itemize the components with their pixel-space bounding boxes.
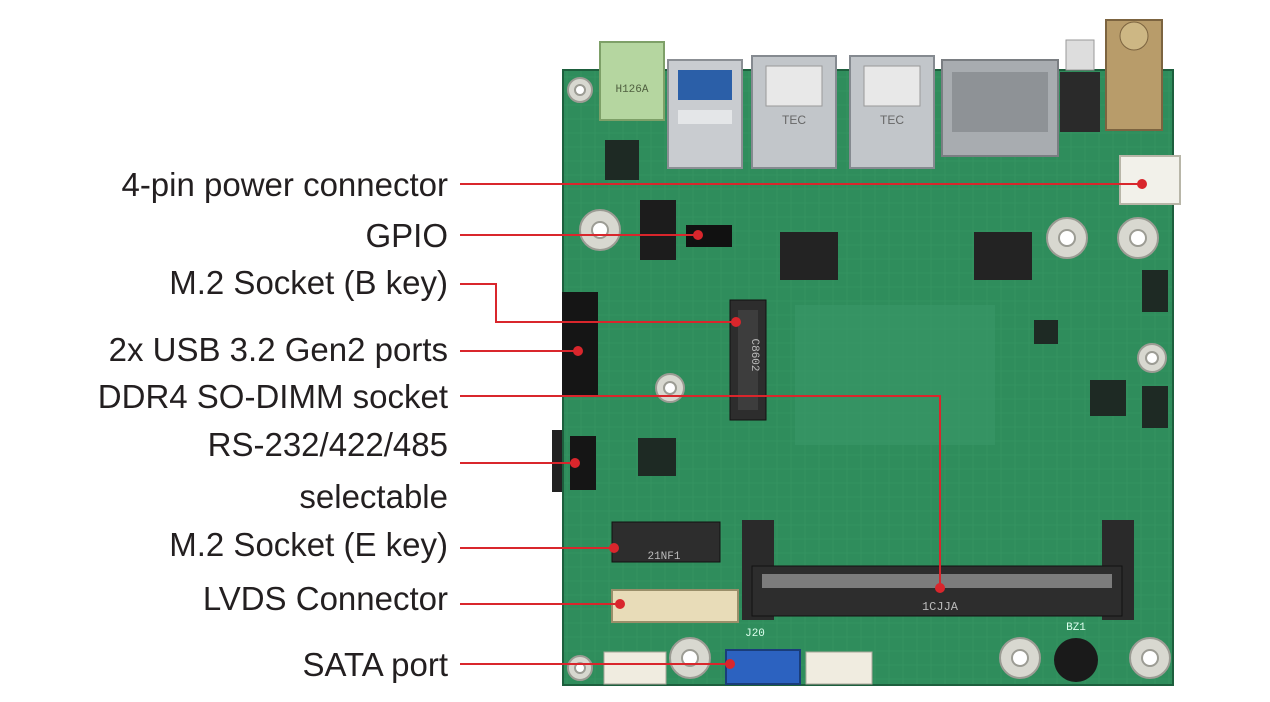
label-power-connector: 4-pin power connector [121,166,448,203]
chips [605,140,1168,476]
buzzer [1054,638,1098,682]
usb-stack [667,59,743,169]
m2-e-socket: 21NF1 [611,521,721,563]
sata-port [725,649,801,685]
dimm-marking: 1CJJA [922,600,959,614]
side-connector [552,430,562,492]
lan-port-2: TEC [849,55,935,169]
label-rs232-line1: RS-232/422/485 [207,426,448,463]
leader-ddr4 [460,395,941,588]
lvds-connector [611,589,739,623]
label-m2-b-key: M.2 Socket (B key) [169,264,448,301]
bottom-connector-right [805,651,873,685]
power-connector [1119,155,1181,205]
m2e-marking: 21NF1 [647,551,680,563]
audio-jack: H126A [599,41,665,121]
buzzer-marking: BZ1 [1066,622,1086,634]
lan-2-marking: TEC [880,113,904,127]
hdmi-port [941,59,1059,157]
usb-header [562,292,598,396]
label-rs232: RS-232/422/485 selectable [208,426,448,516]
label-usb-ports: 2x USB 3.2 Gen2 ports [108,331,448,368]
leader-dots [570,179,1147,669]
lan-1-marking: TEC [782,113,806,127]
label-rs232-line2: selectable [299,478,448,515]
audio-jack-marking: H126A [615,84,648,96]
label-gpio: GPIO [365,217,448,254]
dc-jack [1060,19,1163,132]
label-lvds: LVDS Connector [202,580,448,617]
mounting-holes [567,77,1171,681]
label-sata: SATA port [302,646,448,683]
bottom-connector-left [603,651,667,685]
j20-marking: J20 [745,628,765,640]
m2b-marking: C8602 [748,338,760,371]
leader-lines [460,183,1142,665]
lan-port-1: TEC [751,55,837,169]
label-m2-e-key: M.2 Socket (E key) [169,526,448,563]
leader-m2b [460,283,736,323]
label-ddr4-socket: DDR4 SO-DIMM socket [97,378,448,415]
